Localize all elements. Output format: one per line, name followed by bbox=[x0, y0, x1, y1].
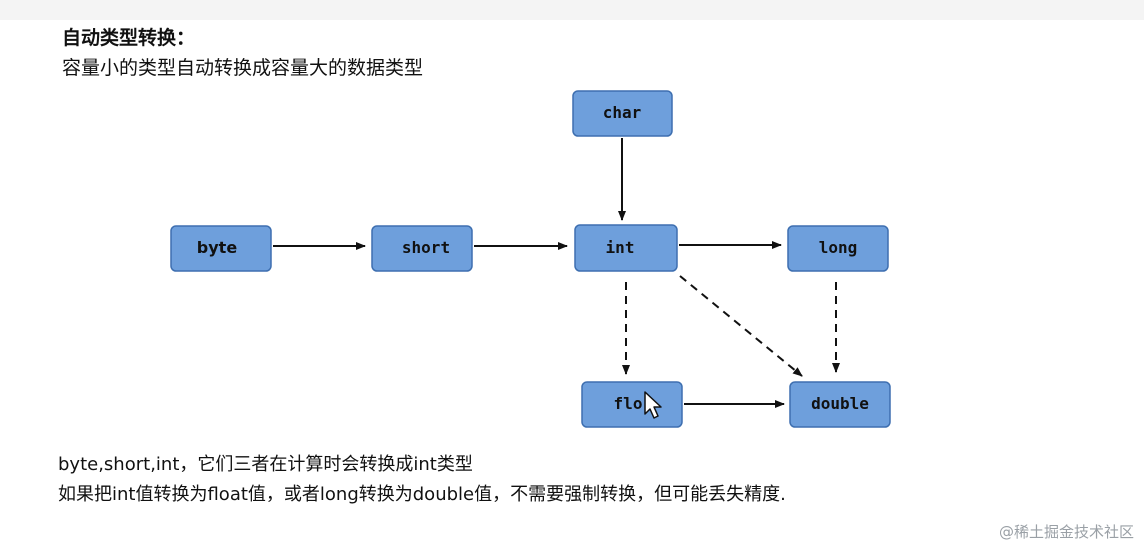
note-line-1: byte,short,int，它们三者在计算时会转换成int类型 bbox=[58, 454, 473, 475]
node-long-label: long bbox=[819, 238, 858, 257]
page-subtitle: 容量小的类型自动转换成容量大的数据类型 bbox=[62, 57, 424, 79]
node-float: flo bbox=[581, 381, 683, 428]
node-double: double bbox=[789, 381, 891, 428]
node-float-label: flo bbox=[614, 394, 643, 413]
node-short: short bbox=[371, 225, 473, 272]
watermark: @稀土掘金技术社区 bbox=[998, 523, 1134, 541]
node-long: long bbox=[787, 225, 889, 272]
node-char-label: char bbox=[603, 103, 642, 122]
node-byte-label: byte bbox=[197, 238, 238, 257]
node-int-label: int bbox=[606, 238, 635, 257]
mouse-pointer-icon bbox=[644, 391, 662, 419]
node-byte: byte bbox=[170, 225, 272, 272]
top-band bbox=[0, 0, 1144, 20]
node-char: char bbox=[572, 90, 673, 137]
node-int: int bbox=[574, 224, 678, 272]
page-heading: 自动类型转换： bbox=[62, 27, 196, 49]
note-line-2: 如果把int值转换为float值，或者long转换为double值，不需要强制转… bbox=[58, 484, 786, 505]
edge-int-to-double bbox=[679, 275, 803, 377]
node-double-label: double bbox=[811, 394, 869, 413]
node-short-label: short bbox=[402, 238, 450, 257]
